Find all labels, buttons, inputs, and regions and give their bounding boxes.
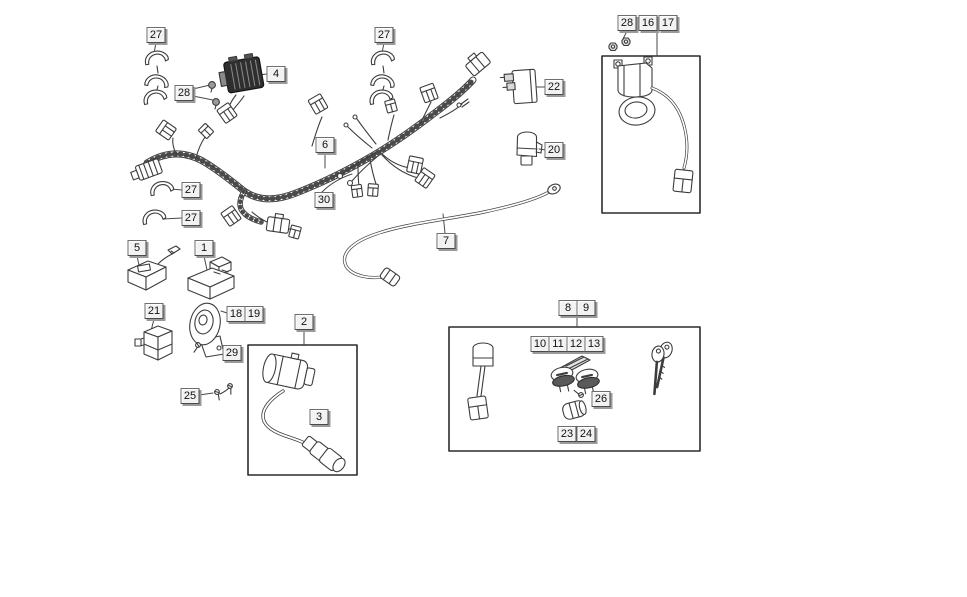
ignition-switch-assembly (601, 37, 701, 214)
relay (499, 68, 538, 105)
lock-cover (562, 400, 587, 420)
voltage-regulator (216, 53, 265, 125)
callout-28-regulator-screws[interactable]: 28 (174, 85, 194, 101)
lock-set (550, 355, 600, 395)
keys (651, 341, 673, 396)
callout-12-lock-set[interactable]: 12 (566, 336, 586, 352)
callout-11-lock-set[interactable]: 11 (548, 336, 568, 352)
callout-27-cable-clamp-left-upper[interactable]: 27 (181, 182, 201, 198)
callout-9-lock-hardware-kit[interactable]: 9 (576, 300, 596, 316)
kit-switch (467, 342, 494, 421)
mounting-screws (213, 382, 236, 401)
callout-13-lock-set[interactable]: 13 (584, 336, 604, 352)
callout-22-relay[interactable]: 22 (544, 79, 564, 95)
callout-19-horn[interactable]: 19 (244, 306, 264, 322)
flasher-relay (516, 131, 543, 166)
callout-7-ground-cable[interactable]: 7 (436, 233, 456, 249)
callout-26-lock-screw[interactable]: 26 (591, 391, 611, 407)
callout-30-harness-branch[interactable]: 30 (314, 192, 334, 208)
lock-hardware-kit (448, 326, 701, 452)
callout-18-horn[interactable]: 18 (226, 306, 246, 322)
callout-23-lock-cover[interactable]: 23 (557, 426, 577, 442)
callout-29-horn-screw[interactable]: 29 (222, 345, 242, 361)
cdi-unit (127, 245, 181, 291)
ignition-switch (613, 56, 694, 194)
callout-24-lock-cover[interactable]: 24 (576, 426, 596, 442)
relay-unit (134, 325, 173, 361)
callout-21-relay-unit[interactable]: 21 (144, 303, 164, 319)
callout-27-cable-clamps-top-middle[interactable]: 27 (374, 27, 394, 43)
callout-25-mounting-screws[interactable]: 25 (180, 388, 200, 404)
callout-27-cable-clamps-top-left[interactable]: 27 (146, 27, 166, 43)
callout-27-cable-clamp-left-lower[interactable]: 27 (181, 210, 201, 226)
callout-8-lock-hardware-kit[interactable]: 8 (558, 300, 578, 316)
callout-16-ignition-switch[interactable]: 16 (638, 15, 658, 31)
control-unit (187, 256, 235, 300)
cable-clamps-top-left (141, 48, 171, 106)
callout-28-ignition-switch-nuts[interactable]: 28 (617, 15, 637, 31)
callout-4-voltage-regulator[interactable]: 4 (266, 66, 286, 82)
ignition-coil-assembly (247, 344, 358, 476)
callout-2-ignition-coil-assembly[interactable]: 2 (294, 314, 314, 330)
callout-6-wiring-harness[interactable]: 6 (315, 137, 335, 153)
fork-terminal (456, 98, 470, 108)
callout-17-ignition-switch[interactable]: 17 (658, 15, 678, 31)
spark-plug-cap (301, 435, 346, 473)
horn (189, 302, 225, 358)
ground-cable (342, 183, 561, 287)
callout-20-flasher-relay[interactable]: 20 (544, 142, 564, 158)
regulator-screws (208, 81, 220, 110)
callout-3-spark-plug-cap[interactable]: 3 (309, 409, 329, 425)
callout-5-cdi-unit[interactable]: 5 (127, 240, 147, 256)
cable-clamps-top-middle (367, 48, 397, 106)
harness-trunk (143, 76, 477, 203)
callout-10-lock-set[interactable]: 10 (530, 336, 550, 352)
callout-1-control-unit[interactable]: 1 (194, 240, 214, 256)
ignition-coil (261, 352, 316, 447)
wiring-harness (130, 47, 492, 240)
